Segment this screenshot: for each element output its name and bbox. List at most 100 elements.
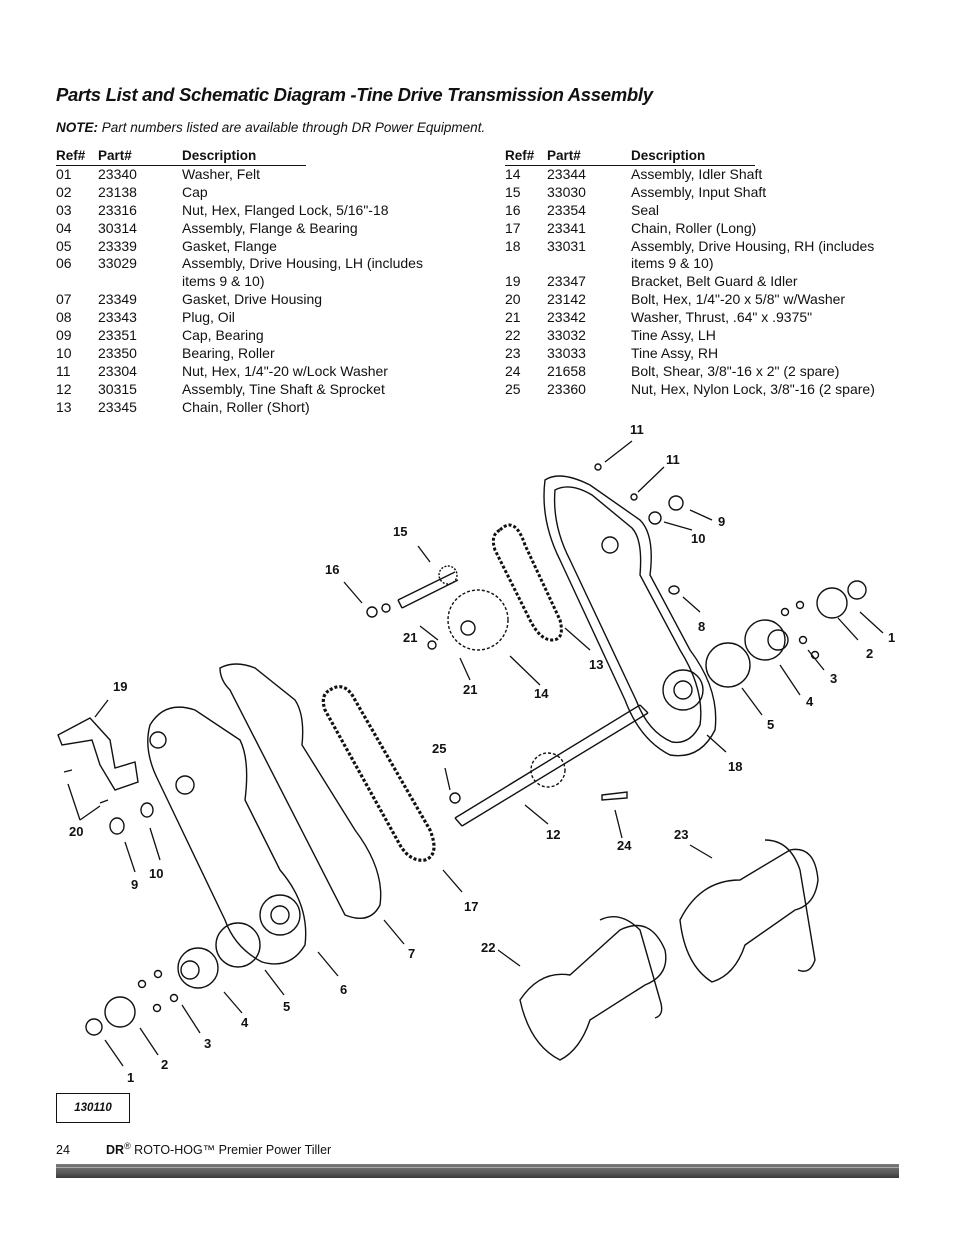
callout-20: 20	[69, 824, 83, 839]
part-ref: 15	[505, 183, 521, 200]
part-number: 23347	[547, 273, 586, 290]
drive-housing-lh	[147, 706, 307, 965]
footer-bar	[56, 1164, 899, 1178]
cap-9a	[668, 495, 684, 511]
callout-21b: 21	[463, 682, 477, 697]
header-ref: Ref#	[56, 147, 98, 166]
part-description: Seal	[631, 201, 660, 218]
part-number: 23351	[98, 327, 137, 344]
part-ref: 01	[56, 165, 72, 182]
callout-9a: 9	[718, 514, 725, 529]
callout-22: 22	[481, 940, 495, 955]
part-ref: 19	[505, 273, 521, 290]
header-desc: Description	[182, 147, 307, 166]
rh-hub	[662, 669, 704, 711]
part-ref: 07	[56, 291, 72, 308]
part-ref: 05	[56, 237, 72, 254]
washer-1a	[847, 580, 867, 600]
gasket-5a	[705, 642, 751, 688]
callout-4b: 4	[241, 1015, 249, 1030]
callout-2b: 2	[161, 1057, 168, 1072]
tine-rh-blade	[764, 839, 816, 972]
part-description: Bracket, Belt Guard & Idler	[631, 273, 798, 290]
part-description-continued: items 9 & 10)	[182, 273, 265, 290]
part-ref: 10	[56, 344, 72, 361]
callout-13: 13	[589, 657, 603, 672]
part-description: Chain, Roller (Long)	[631, 219, 757, 236]
callout-14: 14	[534, 686, 549, 701]
parts-header: Ref# Part# Description	[505, 147, 905, 166]
tine-shaft	[454, 704, 649, 827]
header-part: Part#	[547, 147, 631, 166]
callout-23: 23	[674, 827, 688, 842]
part-ref: 24	[505, 362, 521, 379]
tine-rh	[679, 848, 819, 983]
note: NOTE: Part numbers listed are available …	[56, 120, 485, 135]
tine-lh-blade	[599, 916, 663, 1019]
part-ref: 12	[56, 380, 72, 397]
part-ref: 21	[505, 309, 521, 326]
part-number: 23316	[98, 201, 137, 218]
callout-10b: 10	[149, 866, 163, 881]
part-number: 23341	[547, 219, 586, 236]
part-description: Nut, Hex, Flanged Lock, 5/16"-18	[182, 201, 389, 218]
seal-16	[366, 606, 378, 618]
header-part: Part#	[98, 147, 182, 166]
tine-lh	[519, 924, 667, 1061]
part-ref: 25	[505, 380, 521, 397]
lh-boss	[175, 775, 195, 795]
header-ref: Ref#	[505, 147, 547, 166]
part-number: 33031	[547, 237, 586, 254]
part-description: Bolt, Hex, 1/4"-20 x 5/8" w/Washer	[631, 291, 846, 308]
part-description: Assembly, Idler Shaft	[631, 165, 763, 182]
figure-id: 130110	[56, 1093, 130, 1123]
nut-3f	[137, 979, 147, 989]
page-title: Parts List and Schematic Diagram -Tine D…	[56, 84, 653, 105]
product-name: ROTO-HOG™ Premier Power Tiller	[130, 1143, 332, 1158]
part-number: 33030	[547, 183, 586, 200]
callout-1b: 1	[127, 1070, 134, 1085]
part-description: Gasket, Drive Housing	[182, 291, 323, 308]
part-description: Assembly, Input Shaft	[631, 183, 767, 200]
input-shaft	[397, 571, 459, 609]
cap-2a	[816, 587, 848, 619]
part-description: Washer, Felt	[182, 165, 261, 182]
callout-11a: 11	[630, 422, 644, 437]
part-ref: 11	[56, 362, 71, 379]
parts-row: 19 23347 Bracket, Belt Guard & Idler	[505, 273, 905, 291]
diagram-drawing	[57, 440, 884, 1067]
part-number: 33032	[547, 327, 586, 344]
page-number: 24	[56, 1143, 70, 1158]
callout-5b: 5	[283, 999, 290, 1014]
part-description: Assembly, Drive Housing, LH (includes	[182, 255, 423, 272]
nut-3h	[152, 1003, 162, 1013]
flange-4b-bore	[180, 960, 200, 980]
flange-4a	[744, 619, 786, 661]
lh-hub-bore	[270, 905, 290, 925]
callout-2a: 2	[866, 646, 873, 661]
part-ref: 17	[505, 219, 521, 236]
cap-9b	[109, 817, 125, 835]
callout-16: 16	[325, 562, 339, 577]
part-number: 23304	[98, 362, 137, 379]
part-description: Tine Assy, LH	[631, 327, 716, 344]
nut-3e	[153, 969, 163, 979]
callout-12: 12	[546, 827, 560, 842]
idler-hub	[460, 620, 476, 636]
callout-7: 7	[408, 946, 415, 961]
nut-3b	[780, 607, 790, 617]
part-ref: 09	[56, 327, 72, 344]
